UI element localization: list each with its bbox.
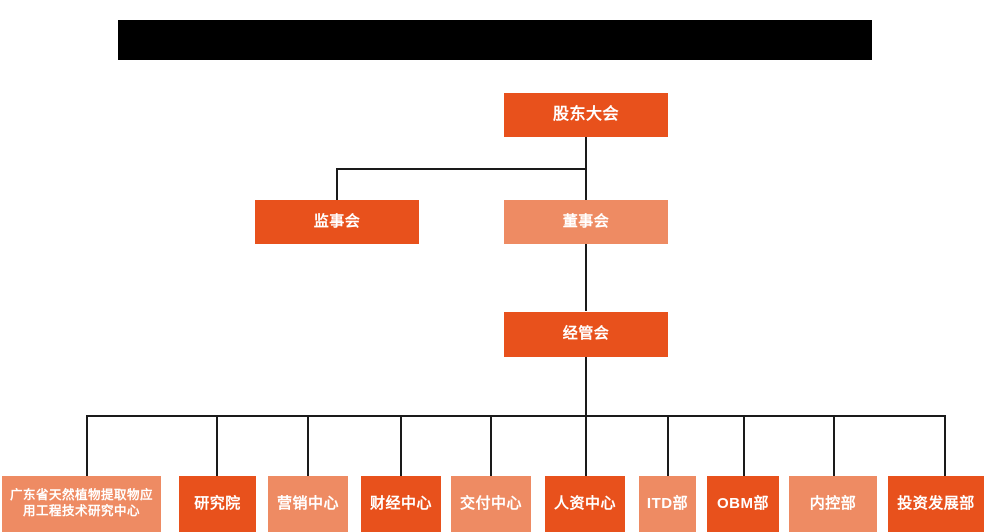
connector-drop-delivery-center [490, 415, 492, 476]
connector-drop-internal-control-department [833, 415, 835, 476]
node-label: 监事会 [313, 212, 361, 230]
node-obm-department[interactable]: OBM部 [707, 476, 779, 532]
node-shareholders-meeting[interactable]: 股东大会 [504, 93, 668, 137]
node-label: 内控部 [809, 494, 857, 512]
node-label: 交付中心 [459, 494, 522, 512]
node-label: 研究院 [194, 494, 241, 512]
node-research-institute[interactable]: 研究院 [179, 476, 256, 532]
connector-drop-research-institute [216, 415, 218, 476]
node-delivery-center[interactable]: 交付中心 [451, 476, 531, 532]
node-label: 经管会 [562, 325, 610, 343]
node-label: ITD部 [646, 494, 689, 512]
node-management-committee[interactable]: 经管会 [504, 312, 668, 357]
connector-departments-bus [87, 415, 946, 417]
node-internal-control-department[interactable]: 内控部 [789, 476, 877, 532]
node-hr-center[interactable]: 人资中心 [545, 476, 625, 532]
connector-supervisors-drop [336, 168, 338, 201]
connector-shareholders-down [585, 137, 587, 170]
connector-drop-engineering-research-center [86, 415, 88, 476]
node-label: OBM部 [717, 494, 769, 512]
node-finance-center[interactable]: 财经中心 [361, 476, 441, 532]
connector-drop-itd-department [667, 415, 669, 476]
node-label: 财经中心 [369, 494, 432, 512]
node-label: 股东大会 [552, 106, 619, 123]
connector-management-down [585, 357, 587, 416]
connector-directors-drop [585, 168, 587, 201]
node-label: 营销中心 [276, 494, 339, 512]
node-marketing-center[interactable]: 营销中心 [268, 476, 348, 532]
title-banner [118, 20, 872, 60]
node-label: 投资发展部 [897, 494, 975, 512]
connector-drop-investment-development-department [944, 415, 946, 476]
node-board-of-supervisors[interactable]: 监事会 [255, 200, 419, 244]
connector-drop-hr-center [585, 415, 587, 476]
node-label: 董事会 [562, 212, 610, 230]
node-engineering-research-center[interactable]: 广东省天然植物提取物应 用工程技术研究中心 [2, 476, 161, 532]
connector-level1-bus [336, 168, 587, 170]
node-label-line1: 广东省天然植物提取物应 [9, 488, 153, 503]
node-label: 人资中心 [553, 494, 616, 512]
connector-drop-finance-center [400, 415, 402, 476]
node-investment-development-department[interactable]: 投资发展部 [888, 476, 984, 532]
connector-directors-to-management [585, 243, 587, 311]
node-itd-department[interactable]: ITD部 [639, 476, 696, 532]
node-label-line2: 用工程技术研究中心 [22, 504, 140, 518]
connector-drop-marketing-center [307, 415, 309, 476]
node-board-of-directors[interactable]: 董事会 [504, 200, 668, 244]
connector-drop-obm-department [743, 415, 745, 476]
